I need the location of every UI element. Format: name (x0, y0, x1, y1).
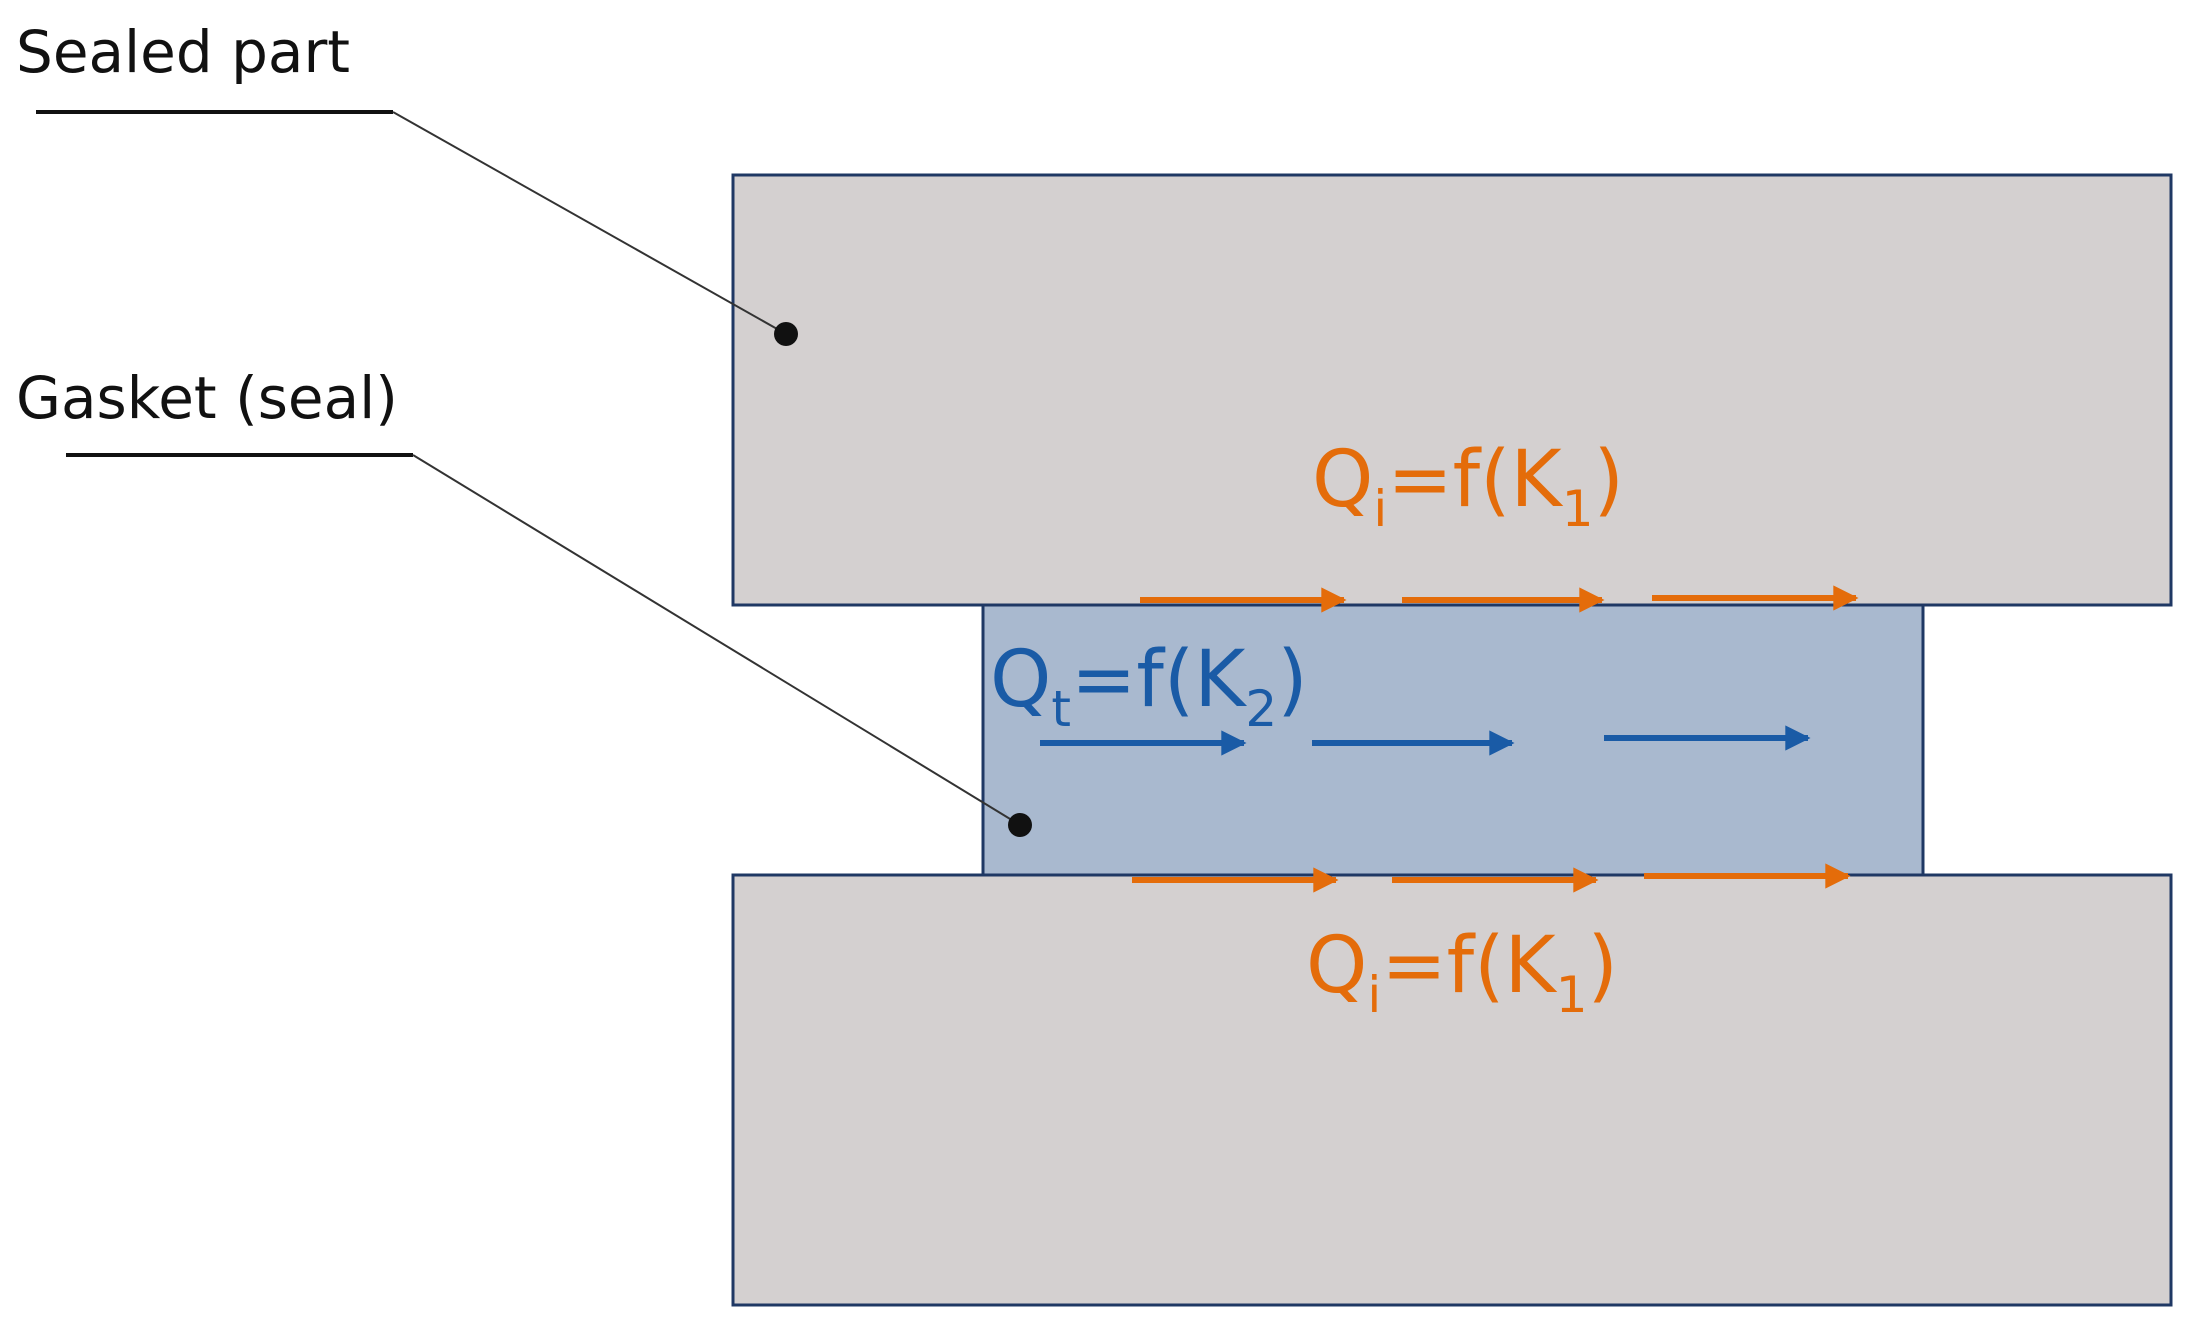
formula-base: Q (990, 635, 1051, 725)
formula-index: 1 (1562, 480, 1594, 538)
gasket-dot-icon (1008, 813, 1032, 837)
formula-base: Q (1306, 921, 1367, 1011)
formula-end: ) (1277, 635, 1307, 725)
formula-middle: =f(K (1381, 921, 1557, 1011)
formula-index: 2 (1245, 680, 1277, 738)
interface-leak-formula-top: Qi=f(K1) (1312, 435, 1624, 538)
callout-sealed-part: Sealed part (16, 18, 798, 346)
interface-leak-formula-bottom: Qi=f(K1) (1306, 921, 1618, 1024)
formula-subscript: i (1367, 966, 1381, 1024)
interface-leak-arrows-bottom (1132, 863, 1851, 893)
formula-subscript: i (1373, 480, 1387, 538)
sealed-part-label: Sealed part (16, 18, 350, 86)
gasket-leader-line (412, 454, 1021, 826)
gasket-label: Gasket (seal) (16, 364, 398, 432)
formula-subscript: t (1051, 680, 1071, 738)
permeation-leak-formula: Qt=f(K2) (990, 635, 1308, 738)
formula-base: Q (1312, 435, 1373, 525)
permeation-arrows (1040, 725, 1811, 756)
formula-end: ) (1588, 921, 1618, 1011)
sealed-part-dot-icon (774, 322, 798, 346)
sealed-part-leader-line (392, 111, 787, 335)
formula-middle: =f(K (1071, 635, 1247, 725)
formula-end: ) (1594, 435, 1624, 525)
callout-gasket: Gasket (seal) (16, 364, 1032, 837)
interface-leak-arrows-top (1140, 585, 1859, 613)
sealed-part-top (731, 173, 2173, 607)
formula-middle: =f(K (1387, 435, 1563, 525)
sealed-part-bottom (731, 873, 2173, 1307)
formula-index: 1 (1556, 966, 1588, 1024)
